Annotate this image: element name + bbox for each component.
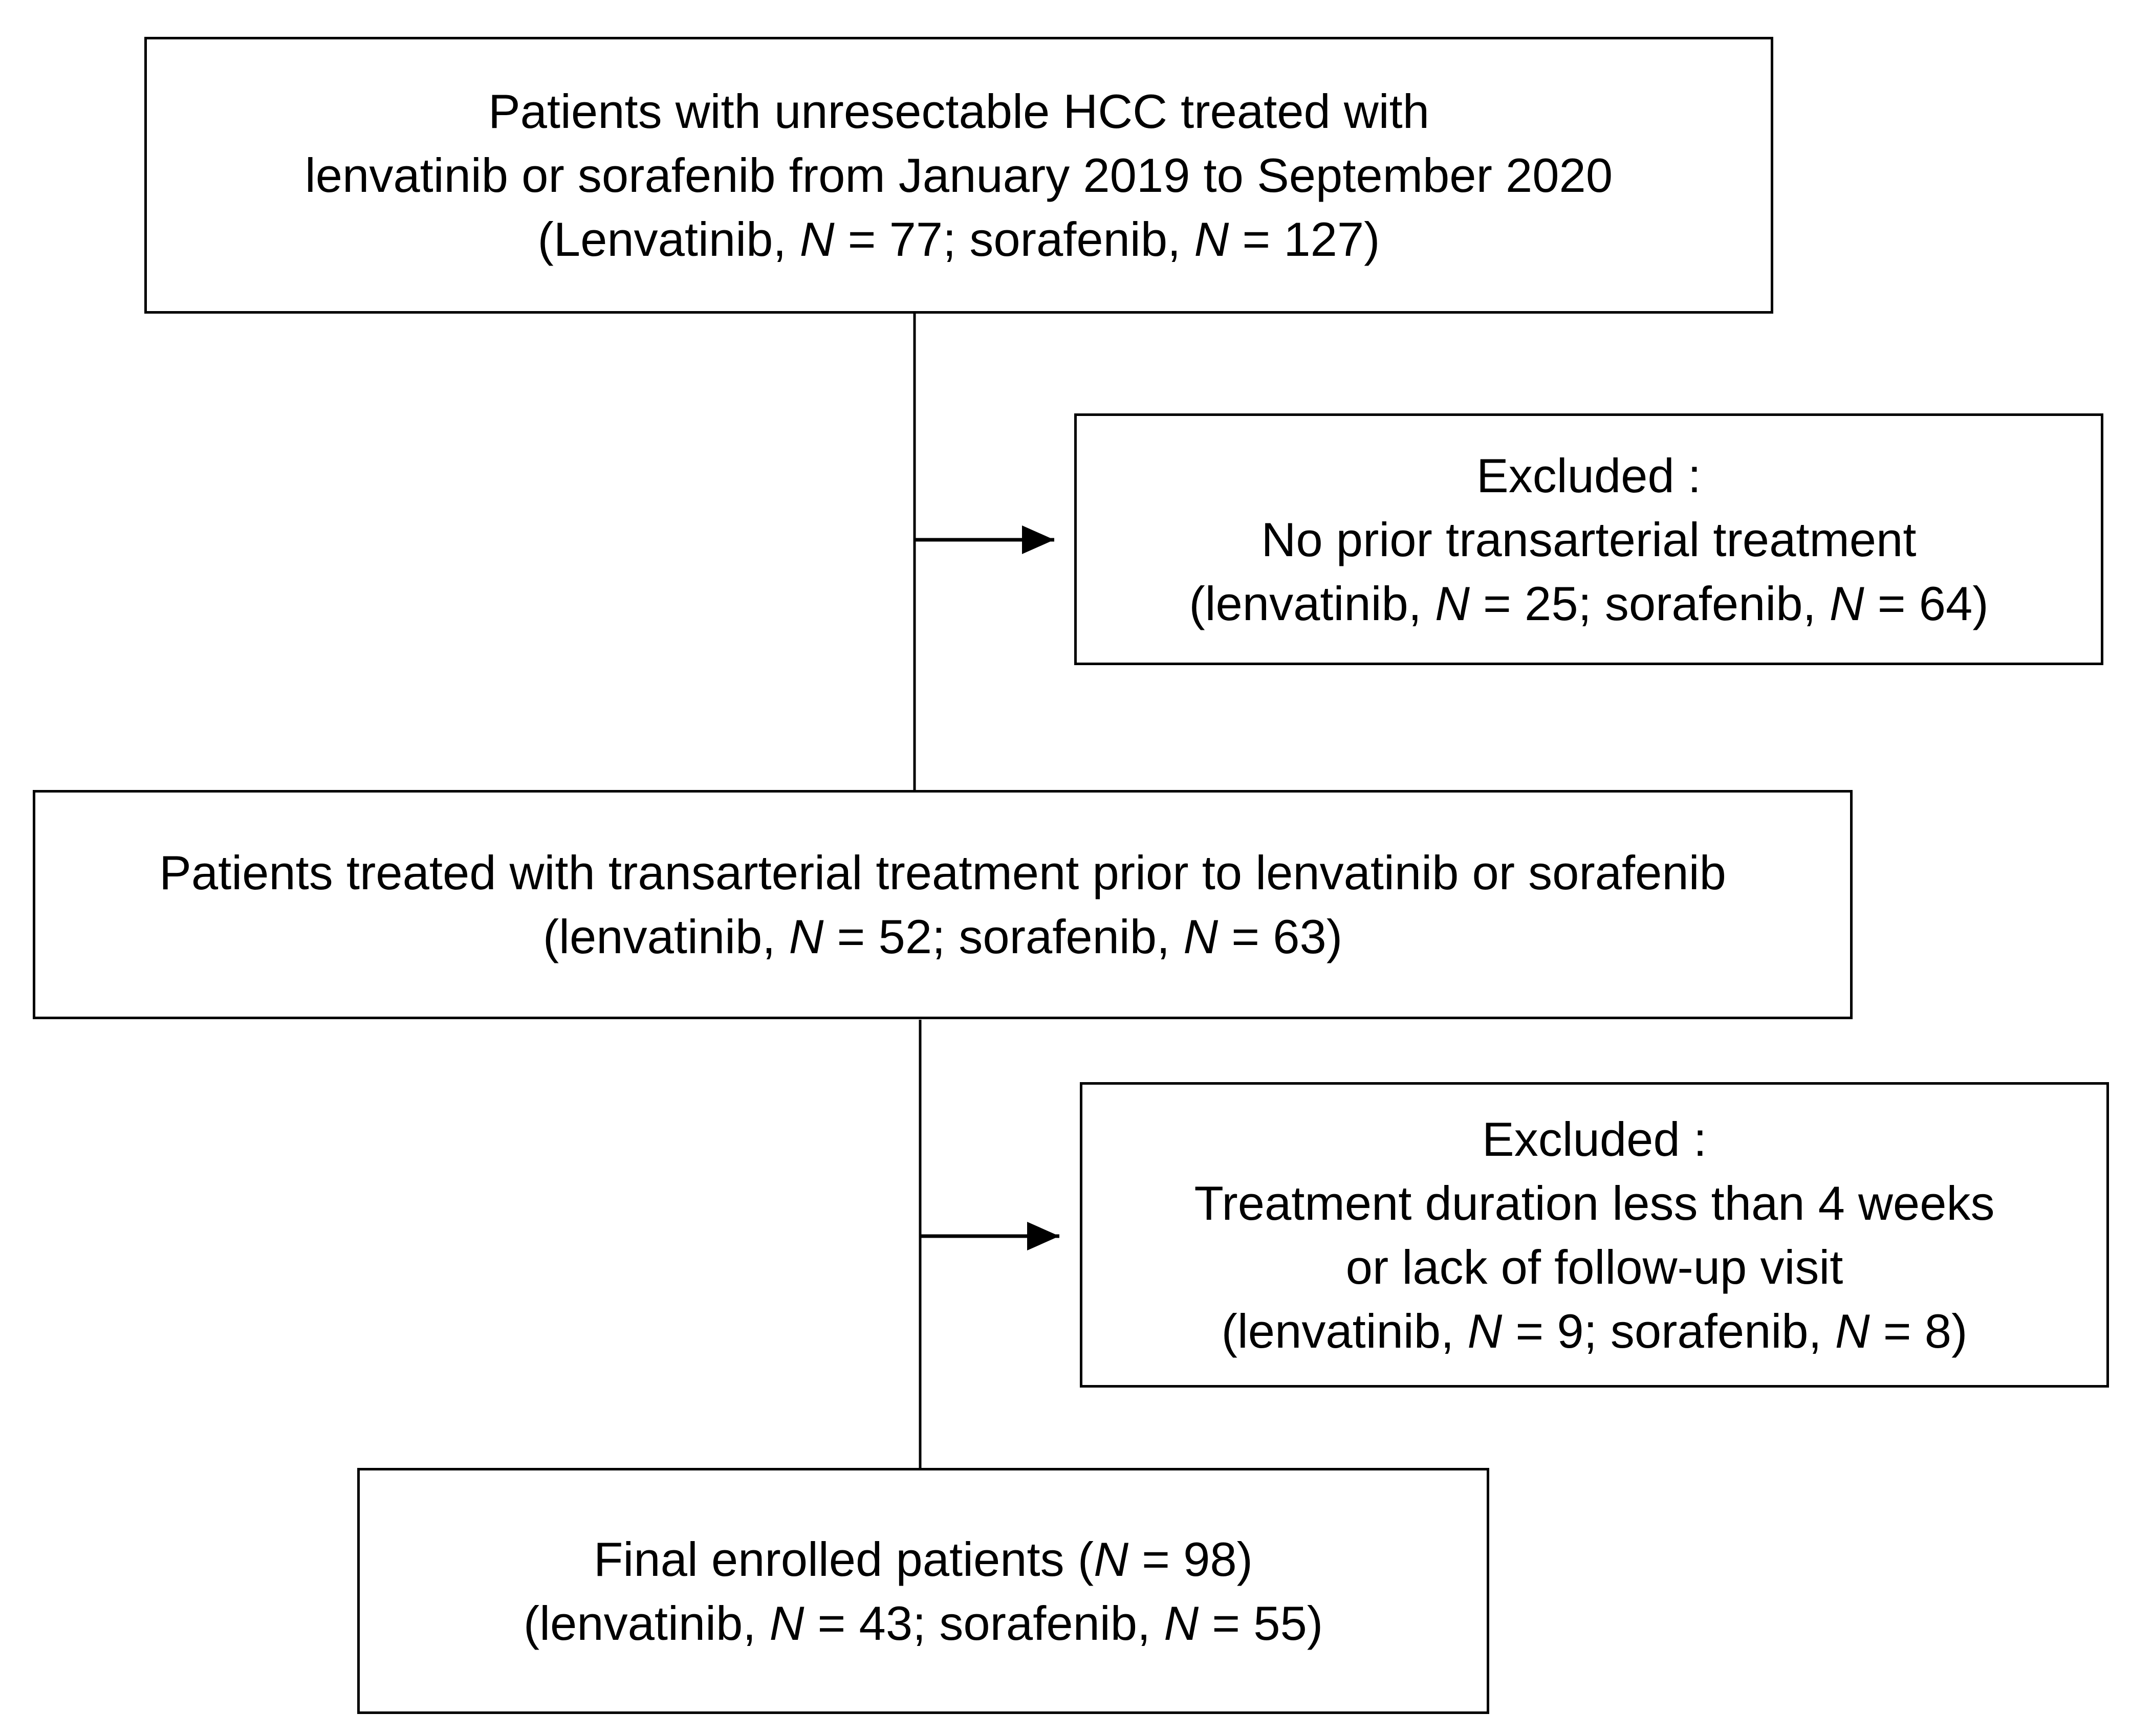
- exclusion-2-reason-2: or lack of follow-up visit: [1345, 1240, 1843, 1294]
- exclusion-2-reason-1: Treatment duration less than 4 weeks: [1194, 1176, 1995, 1230]
- transarterial-cohort-box: Patients treated with transarterial trea…: [33, 790, 1853, 1019]
- exclusion-box-2: Excluded : Treatment duration less than …: [1080, 1082, 2109, 1388]
- transarterial-cohort-counts: (lenvatinib, N = 52; sorafenib, N = 63): [542, 910, 1343, 963]
- initial-cohort-box: Patients with unresectable HCC treated w…: [144, 37, 1773, 314]
- initial-cohort-counts: (Lenvatinib, N = 77; sorafenib, N = 127): [537, 212, 1380, 266]
- exclusion-box-1: Excluded : No prior transarterial treatm…: [1074, 413, 2103, 665]
- exclusion-2-counts: (lenvatinib, N = 9; sorafenib, N = 8): [1221, 1304, 1968, 1358]
- exclusion-1-reason: No prior transarterial treatment: [1261, 512, 1917, 566]
- exclusion-1-counts: (lenvatinib, N = 25; sorafenib, N = 64): [1189, 576, 1989, 630]
- initial-cohort-line-1: Patients with unresectable HCC treated w…: [488, 84, 1430, 138]
- exclusion-1-heading: Excluded :: [1476, 448, 1701, 502]
- initial-cohort-line-2: lenvatinib or sorafenib from January 201…: [305, 148, 1613, 202]
- exclusion-2-heading: Excluded :: [1482, 1112, 1707, 1166]
- final-enrolled-title: Final enrolled patients (N = 98): [594, 1532, 1253, 1586]
- final-enrolled-box: Final enrolled patients (N = 98) (lenvat…: [357, 1468, 1489, 1714]
- transarterial-cohort-line-1: Patients treated with transarterial trea…: [159, 846, 1726, 899]
- final-enrolled-counts: (lenvatinib, N = 43; sorafenib, N = 55): [523, 1596, 1323, 1650]
